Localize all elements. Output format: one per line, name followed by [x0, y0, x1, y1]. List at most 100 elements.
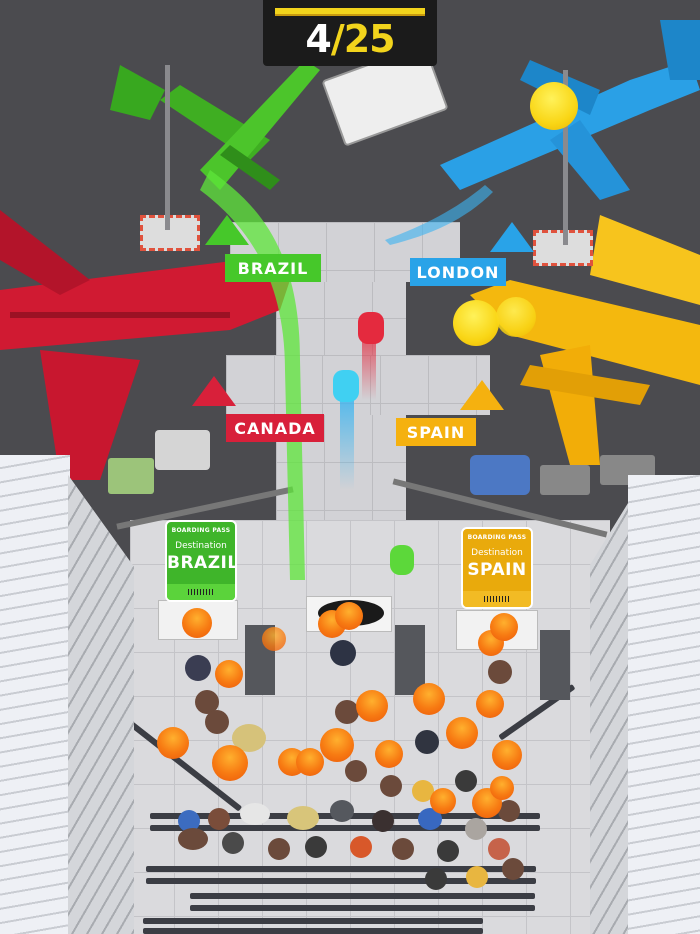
angry-face-icon: [157, 727, 189, 759]
arrow-brazil-head: [205, 215, 249, 245]
passenger-cap[interactable]: [178, 810, 200, 832]
angry-face-icon: [215, 660, 243, 688]
queue-rail: [146, 878, 536, 884]
arrow-spain[interactable]: SPAIN: [396, 418, 476, 446]
passenger[interactable]: [465, 818, 487, 840]
arrow-canada-label: CANADA: [234, 418, 316, 438]
security-gate-2: [395, 625, 425, 695]
angry-face-icon: [320, 728, 354, 762]
passenger[interactable]: [437, 840, 459, 862]
blue-path-trail: [385, 185, 493, 245]
angry-face-icon: [430, 788, 456, 814]
passenger-cap[interactable]: [418, 808, 442, 830]
counter-current: 4: [305, 17, 331, 61]
terminal-wall-left: [0, 455, 70, 934]
passenger-redhead[interactable]: [350, 836, 372, 858]
angry-face-icon: [335, 602, 363, 630]
passenger-hat[interactable]: [240, 803, 270, 825]
passenger[interactable]: [330, 800, 354, 822]
queue-rail: [143, 918, 483, 924]
angry-face-icon: [262, 627, 286, 651]
passenger[interactable]: [208, 808, 230, 830]
passenger-red[interactable]: [358, 312, 384, 344]
baggage-tractor: [470, 455, 530, 495]
light-pole-left: [165, 65, 170, 230]
light-pole-right: [563, 70, 568, 245]
level-progress-hud: 4/25: [263, 0, 437, 66]
security-gate-3: [540, 630, 570, 700]
angry-face-icon: [182, 608, 212, 638]
angry-face-icon: [375, 740, 403, 768]
arrow-london[interactable]: LONDON: [410, 258, 506, 286]
passenger-mohawk[interactable]: [488, 838, 510, 860]
passenger[interactable]: [498, 800, 520, 822]
passenger[interactable]: [380, 775, 402, 797]
baggage-cart-1: [540, 465, 590, 495]
passenger[interactable]: [455, 770, 477, 792]
passenger[interactable]: [415, 730, 439, 754]
passenger-blonde[interactable]: [412, 780, 434, 802]
arrow-canada[interactable]: CANADA: [226, 414, 324, 442]
service-vehicle: [155, 430, 210, 470]
angry-face-icon: [490, 613, 518, 641]
barcode: [463, 591, 531, 607]
counter-total: 25: [343, 17, 396, 61]
boarding-pass-spain[interactable]: BOARDING PASS Destination SPAIN: [461, 527, 533, 609]
passenger[interactable]: [185, 655, 211, 681]
passenger-blonde[interactable]: [466, 866, 488, 888]
barcode: [167, 584, 235, 600]
boarding-pass-destination-label: Destination: [175, 541, 227, 551]
queue-rail: [150, 825, 540, 831]
passenger[interactable]: [392, 838, 414, 860]
cargo-box: [108, 458, 154, 494]
passenger-blue[interactable]: [333, 370, 359, 402]
passenger[interactable]: [222, 832, 244, 854]
passenger[interactable]: [268, 838, 290, 860]
passenger-mohawk[interactable]: [502, 858, 524, 880]
passenger[interactable]: [425, 868, 447, 890]
arrow-brazil[interactable]: BRAZIL: [225, 254, 321, 282]
queue-rail: [143, 928, 483, 934]
passenger-counter: 4/25: [263, 16, 437, 62]
blue-path-trail-main: [340, 400, 354, 490]
terminal-wall-right-side: [590, 500, 630, 934]
angry-face-icon: [490, 776, 514, 800]
boarding-pass-city: SPAIN: [467, 560, 527, 580]
passenger-green[interactable]: [390, 545, 414, 575]
pole-base-left: [140, 215, 200, 251]
boarding-pass-destination-label: Destination: [471, 548, 523, 558]
walkway-branch-left: [226, 355, 406, 415]
passenger[interactable]: [345, 760, 367, 782]
boarding-pass-city: BRAZIL: [167, 553, 237, 573]
angry-face-icon: [296, 748, 324, 776]
queue-rail: [190, 905, 535, 911]
red-plane[interactable]: [0, 200, 300, 480]
passenger[interactable]: [330, 640, 356, 666]
green-plane[interactable]: [110, 40, 330, 220]
boarding-pass-brazil[interactable]: BOARDING PASS Destination BRAZIL: [165, 520, 237, 602]
angry-face-icon: [212, 745, 248, 781]
passenger[interactable]: [372, 810, 394, 832]
passenger[interactable]: [205, 710, 229, 734]
terminal-wall-left-side: [68, 475, 134, 934]
queue-rail: [190, 893, 535, 899]
angry-face-icon: [492, 740, 522, 770]
arrow-london-head: [490, 222, 534, 252]
arrow-spain-label: SPAIN: [406, 422, 466, 442]
passenger-hat[interactable]: [178, 828, 208, 850]
boarding-pass-header: BOARDING PASS: [171, 527, 231, 534]
terminal-wall-right: [628, 475, 700, 934]
passenger-hat[interactable]: [287, 806, 319, 830]
passenger[interactable]: [305, 836, 327, 858]
angry-face-icon: [446, 717, 478, 749]
blue-plane[interactable]: [430, 20, 700, 200]
passenger[interactable]: [335, 700, 359, 724]
happy-face-icon: [496, 297, 536, 337]
progress-bar: [275, 8, 425, 16]
arrow-brazil-label: BRAZIL: [237, 258, 309, 278]
passenger[interactable]: [488, 660, 512, 684]
queue-rail: [146, 866, 536, 872]
arrow-canada-head: [192, 376, 236, 406]
happy-face-icon: [453, 300, 499, 346]
